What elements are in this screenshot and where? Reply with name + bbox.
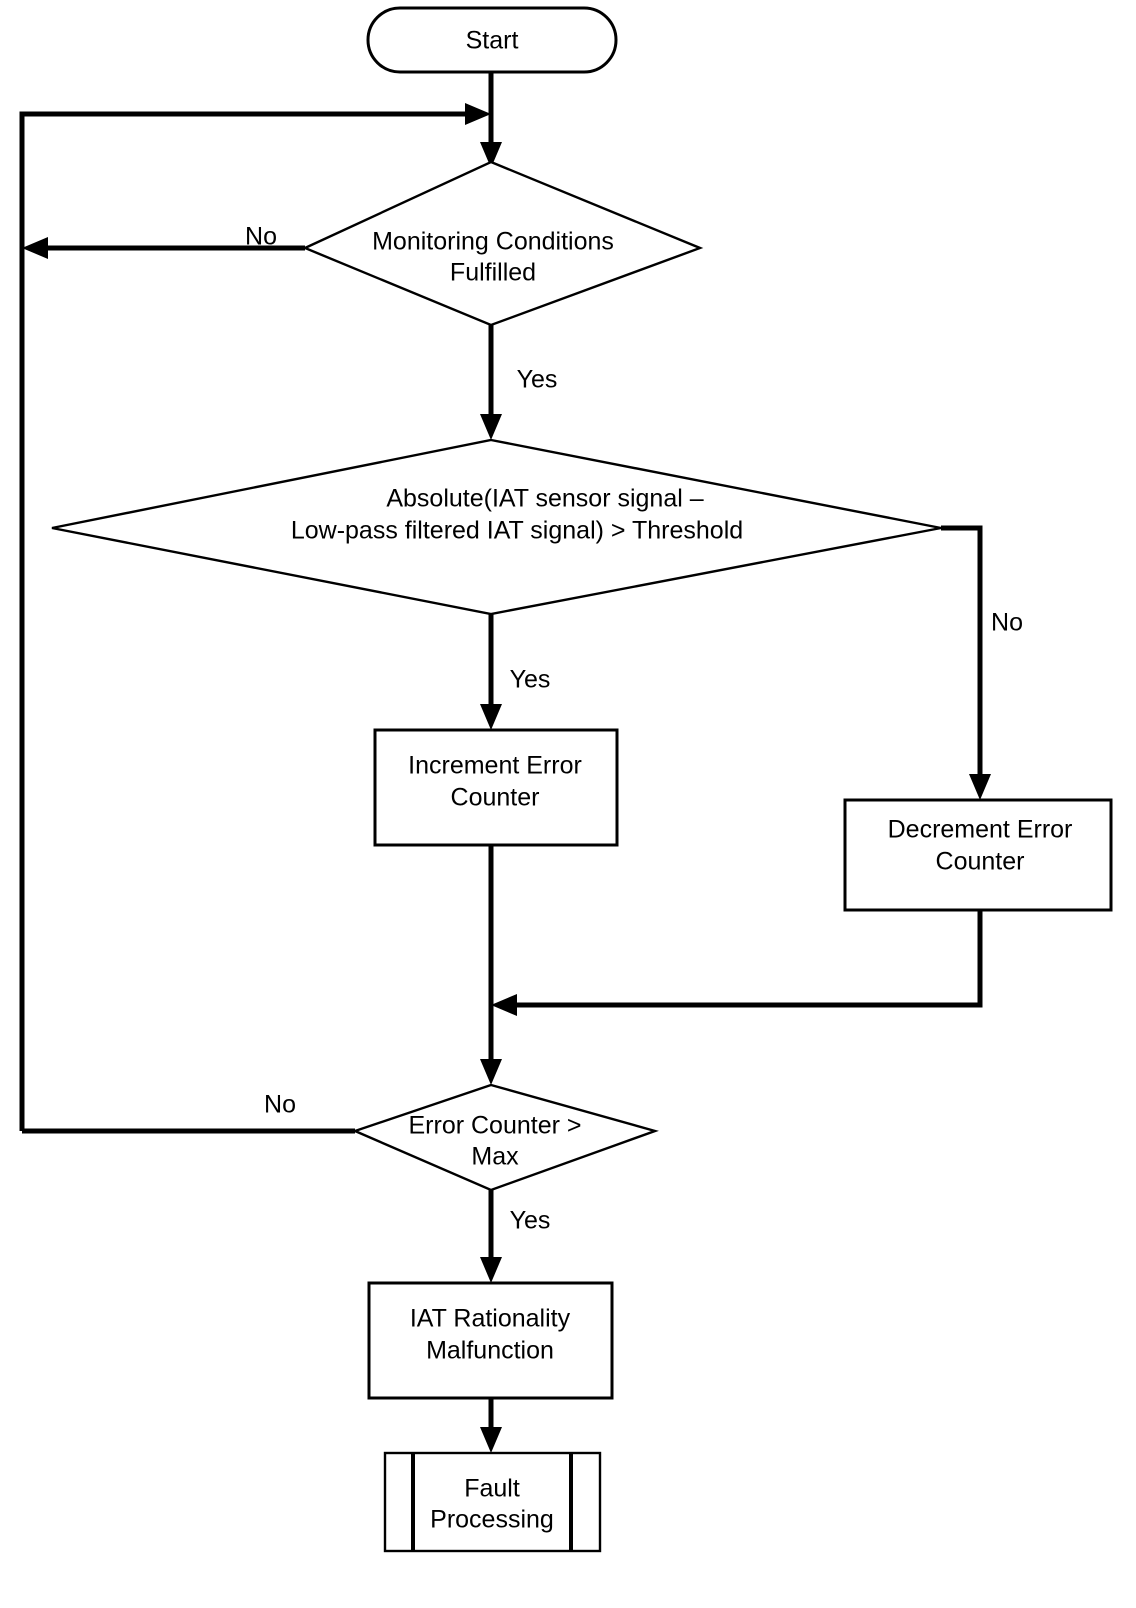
node-fault-processing[interactable]: Fault Processing [383, 1451, 602, 1553]
edge-counter-yes [480, 1190, 502, 1283]
edge-label-threshold-yes: Yes [510, 666, 551, 694]
node-threshold-check-label-line1: Absolute(IAT sensor signal – [386, 485, 703, 513]
edge-malfunction-to-fault [480, 1398, 502, 1453]
edge-merge-to-error-counter [480, 1005, 502, 1085]
edge-threshold-yes [480, 614, 502, 730]
edge-decrement-to-merge [491, 910, 983, 1016]
edge-threshold-no [941, 525, 991, 800]
edge-label-monitoring-no: No [245, 223, 277, 251]
node-start-label: Start [466, 27, 519, 55]
node-decrement-error-counter-label-line1: Decrement Error [888, 816, 1073, 844]
node-monitoring-conditions-label-line1: Monitoring Conditions [372, 228, 614, 256]
edge-monitoring-no [22, 237, 305, 259]
node-monitoring-conditions[interactable]: Monitoring Conditions Fulfilled [302, 160, 704, 327]
edge-label-threshold-no: No [991, 609, 1023, 637]
node-iat-rationality-malfunction-label-line1: IAT Rationality [410, 1305, 571, 1333]
node-threshold-check[interactable]: Absolute(IAT sensor signal – Low-pass fi… [51, 438, 942, 616]
node-monitoring-conditions-label-line2: Fulfilled [450, 259, 536, 287]
node-error-counter-max-label-line1: Error Counter > [409, 1112, 582, 1140]
node-error-counter-max[interactable]: Error Counter > Max [351, 1083, 659, 1192]
node-fault-processing-label-line2: Processing [430, 1506, 554, 1534]
edge-label-monitoring-yes: Yes [517, 366, 558, 394]
node-threshold-check-label-line2: Low-pass filtered IAT signal) > Threshol… [291, 517, 743, 545]
edge-label-counter-yes: Yes [510, 1207, 551, 1235]
edge-loop-return-spine [19, 103, 491, 1131]
node-fault-processing-label-line1: Fault [464, 1475, 520, 1503]
node-increment-error-counter-label-line2: Counter [451, 784, 540, 812]
node-decrement-error-counter[interactable]: Decrement Error Counter [843, 798, 1113, 912]
node-iat-rationality-malfunction[interactable]: IAT Rationality Malfunction [367, 1281, 614, 1400]
edge-monitoring-yes [480, 325, 502, 440]
node-increment-error-counter-label-line1: Increment Error [408, 752, 582, 780]
node-error-counter-max-label-line2: Max [471, 1143, 519, 1171]
edge-label-counter-no: No [264, 1091, 296, 1119]
node-increment-error-counter[interactable]: Increment Error Counter [373, 728, 619, 847]
node-iat-rationality-malfunction-label-line2: Malfunction [426, 1337, 554, 1365]
node-start[interactable]: Start [366, 6, 618, 74]
node-decrement-error-counter-label-line2: Counter [936, 848, 1025, 876]
